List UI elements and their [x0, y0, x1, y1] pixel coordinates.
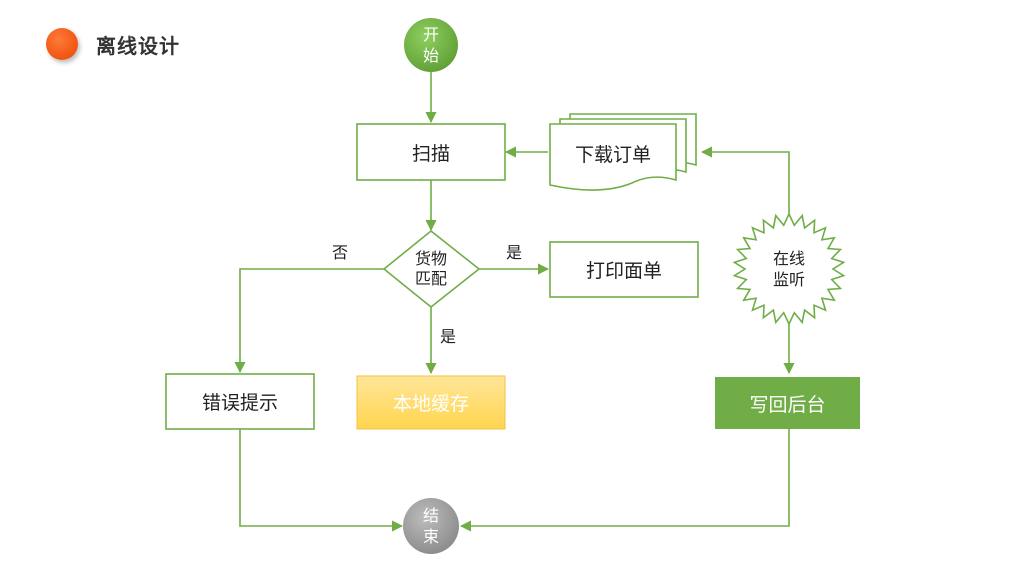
writeback-label: 写回后台: [749, 393, 826, 416]
print-box: [549, 241, 699, 298]
error-box: [165, 373, 315, 430]
cache-label: 本地缓存: [392, 393, 469, 415]
page-title: 离线设计: [96, 34, 180, 58]
monitor-label: 在线监听: [772, 249, 805, 289]
print-label: 打印面单: [585, 260, 662, 282]
match-label: 货物匹配: [414, 249, 447, 288]
cache-box: [356, 375, 506, 430]
edge-no-label: 否: [331, 243, 348, 262]
writeback-box: [715, 377, 860, 429]
title-bullet-icon: [46, 28, 78, 60]
end-node: [403, 498, 459, 554]
edge-yes-down-label: 是: [439, 327, 456, 346]
error-label: 错误提示: [201, 392, 278, 414]
end-label: 结束: [422, 506, 439, 546]
download-label: 下载订单: [574, 143, 651, 166]
edge-writeback-end: [459, 429, 790, 532]
download-document-shape: [549, 113, 697, 191]
scan-box: [356, 123, 506, 181]
edge-monitor-download: [700, 146, 790, 215]
scan-label: 扫描: [411, 142, 450, 165]
start-node: [404, 18, 458, 72]
start-label: 开始: [422, 25, 439, 65]
match-decision: [382, 229, 481, 309]
edge-match-error: [234, 268, 384, 374]
edge-yes-right-label: 是: [505, 243, 522, 262]
monitor-starburst: [732, 212, 846, 326]
edge-error-end: [239, 429, 404, 532]
